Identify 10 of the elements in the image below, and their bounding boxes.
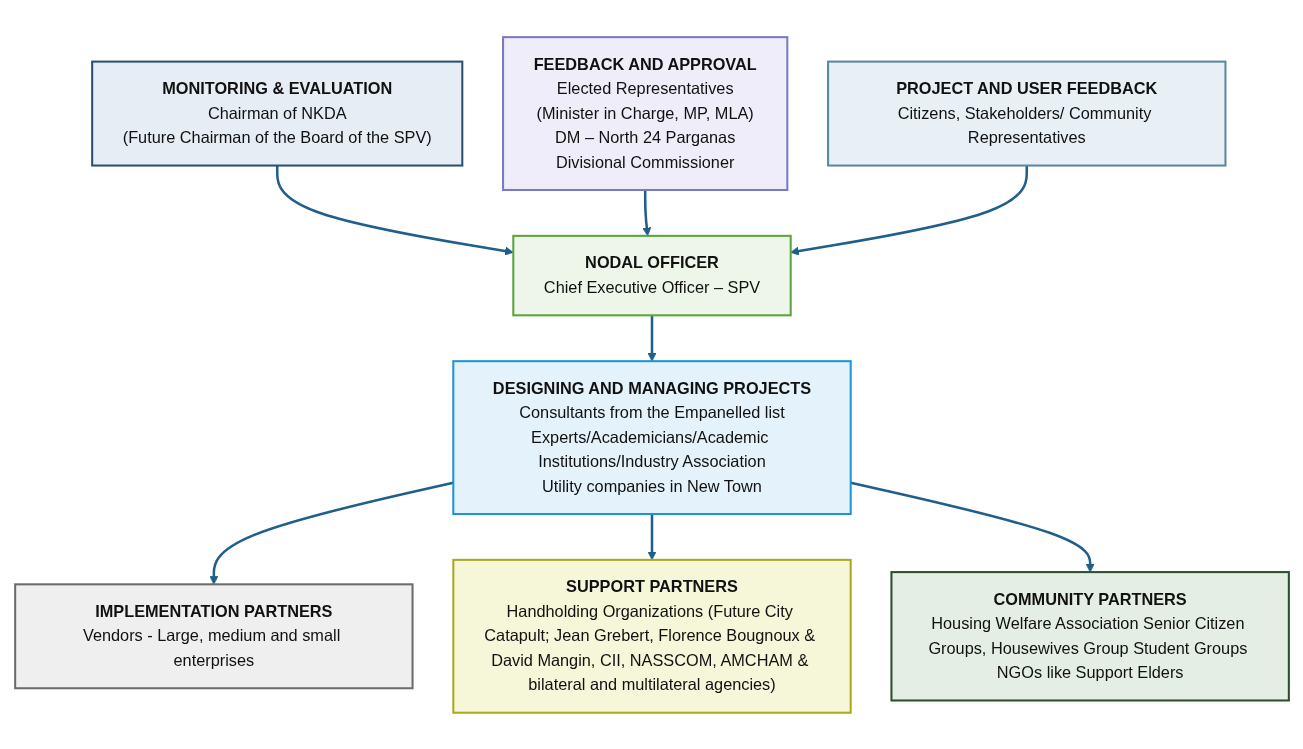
node-box: NODAL OFFICER Chief Executive Officer – SPV <box>511 234 792 316</box>
node-box: PROJECT AND USER FEEDBACK Citizens, Stakeholders/ Community Representatives <box>826 60 1226 167</box>
arrow <box>647 513 656 560</box>
node-box: DESIGNING AND MANAGING PROJECTS Consultants from the Empanelled list Experts/Academicians/Academic Institutions/Industry Association Utility companies in New Town <box>451 359 852 515</box>
node-box: SUPPORT PARTNERS Handholding Organizations (Future City Catapult; Jean Grebert, Florence Bougnoux & David Mangin, CII, NASSCOM, AMCHAM & bilateral and multilateral agencies) <box>451 558 852 714</box>
node-box: IMPLEMENTATION PARTNERS Vendors - Large, medium and small enterprises <box>13 582 414 689</box>
arrow <box>641 189 651 236</box>
node-box: FEEDBACK AND APPROVAL Elected Representatives (Minister in Charge, MP, MLA) DM – North 24 Parganas Divisional Commissioner <box>501 35 788 191</box>
node-box: MONITORING & EVALUATION Chairman of NKDA (Future Chairman of the Board of the SPV) <box>90 60 463 167</box>
node-box: COMMUNITY PARTNERS Housing Welfare Association Senior Citizen Groups, Housewives Group Student Groups NGOs like Support Elders <box>889 570 1290 702</box>
